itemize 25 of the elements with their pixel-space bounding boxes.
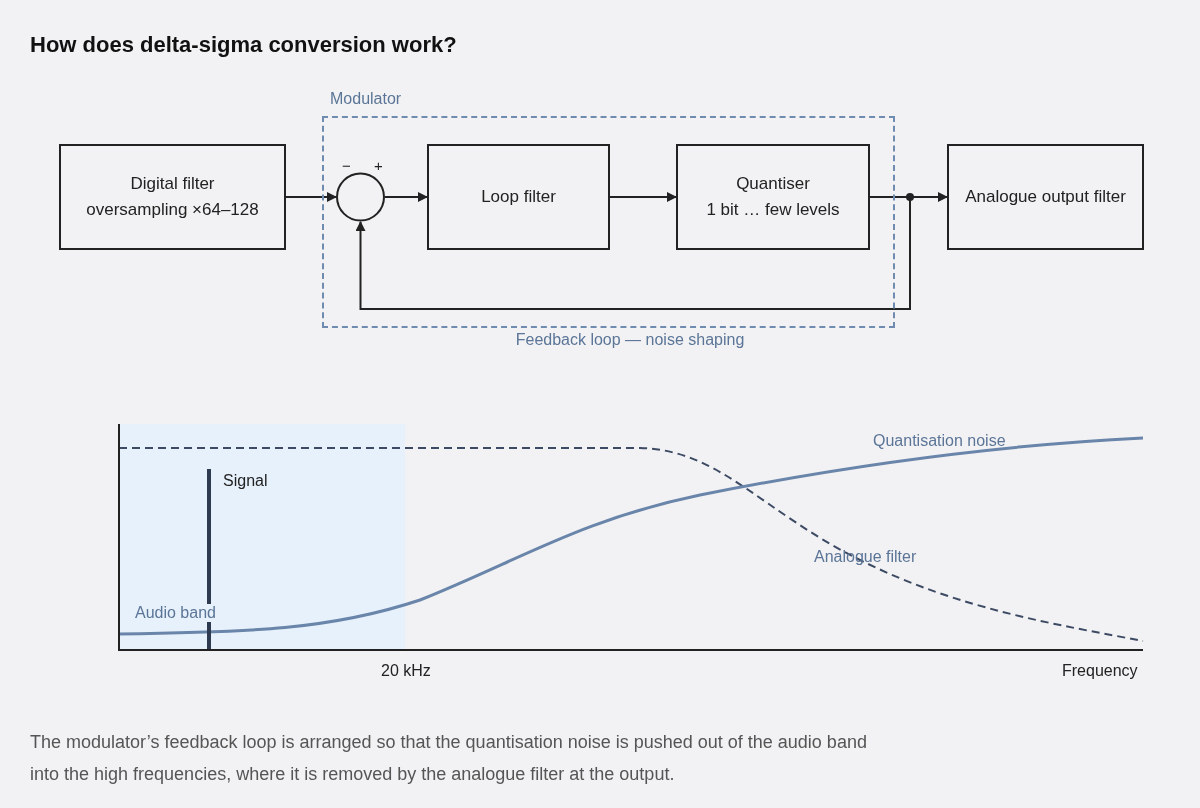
curve-label: Quantisation noise (872, 432, 1007, 450)
axis-label: 20 kHz (380, 662, 432, 680)
box-text: oversampling ×64–128 (86, 199, 259, 221)
box-text: Loop filter (481, 186, 556, 208)
plus-sign: + (374, 158, 383, 174)
axis-label: Frequency (1061, 662, 1139, 680)
caption-text: The modulator’s feedback loop is arranged so that the quantisation noise is pushed out of the audio band into the high frequencies, where it is removed by the analogue filter at the output. (30, 731, 868, 786)
curve-label: Analogue filter (813, 548, 918, 566)
box-text: 1 bit … few levels (706, 199, 840, 221)
arrow (285, 192, 337, 202)
box-text: Quantiser (736, 173, 810, 195)
arrow (384, 192, 428, 202)
arrow (609, 192, 677, 202)
group-title: Modulator (330, 90, 402, 108)
signal-label: Signal (222, 472, 269, 490)
process-box (427, 144, 610, 250)
process-box (59, 144, 286, 250)
process-box (947, 144, 1144, 250)
band-label: Audio band (133, 604, 218, 622)
box-text: Digital filter (130, 173, 215, 195)
arrow (355, 196, 911, 310)
box-text: Analogue output filter (965, 186, 1126, 208)
process-box (676, 144, 870, 250)
diagram-title: How does delta-sigma conversion work? (30, 32, 457, 58)
minus-sign: − (342, 158, 351, 174)
